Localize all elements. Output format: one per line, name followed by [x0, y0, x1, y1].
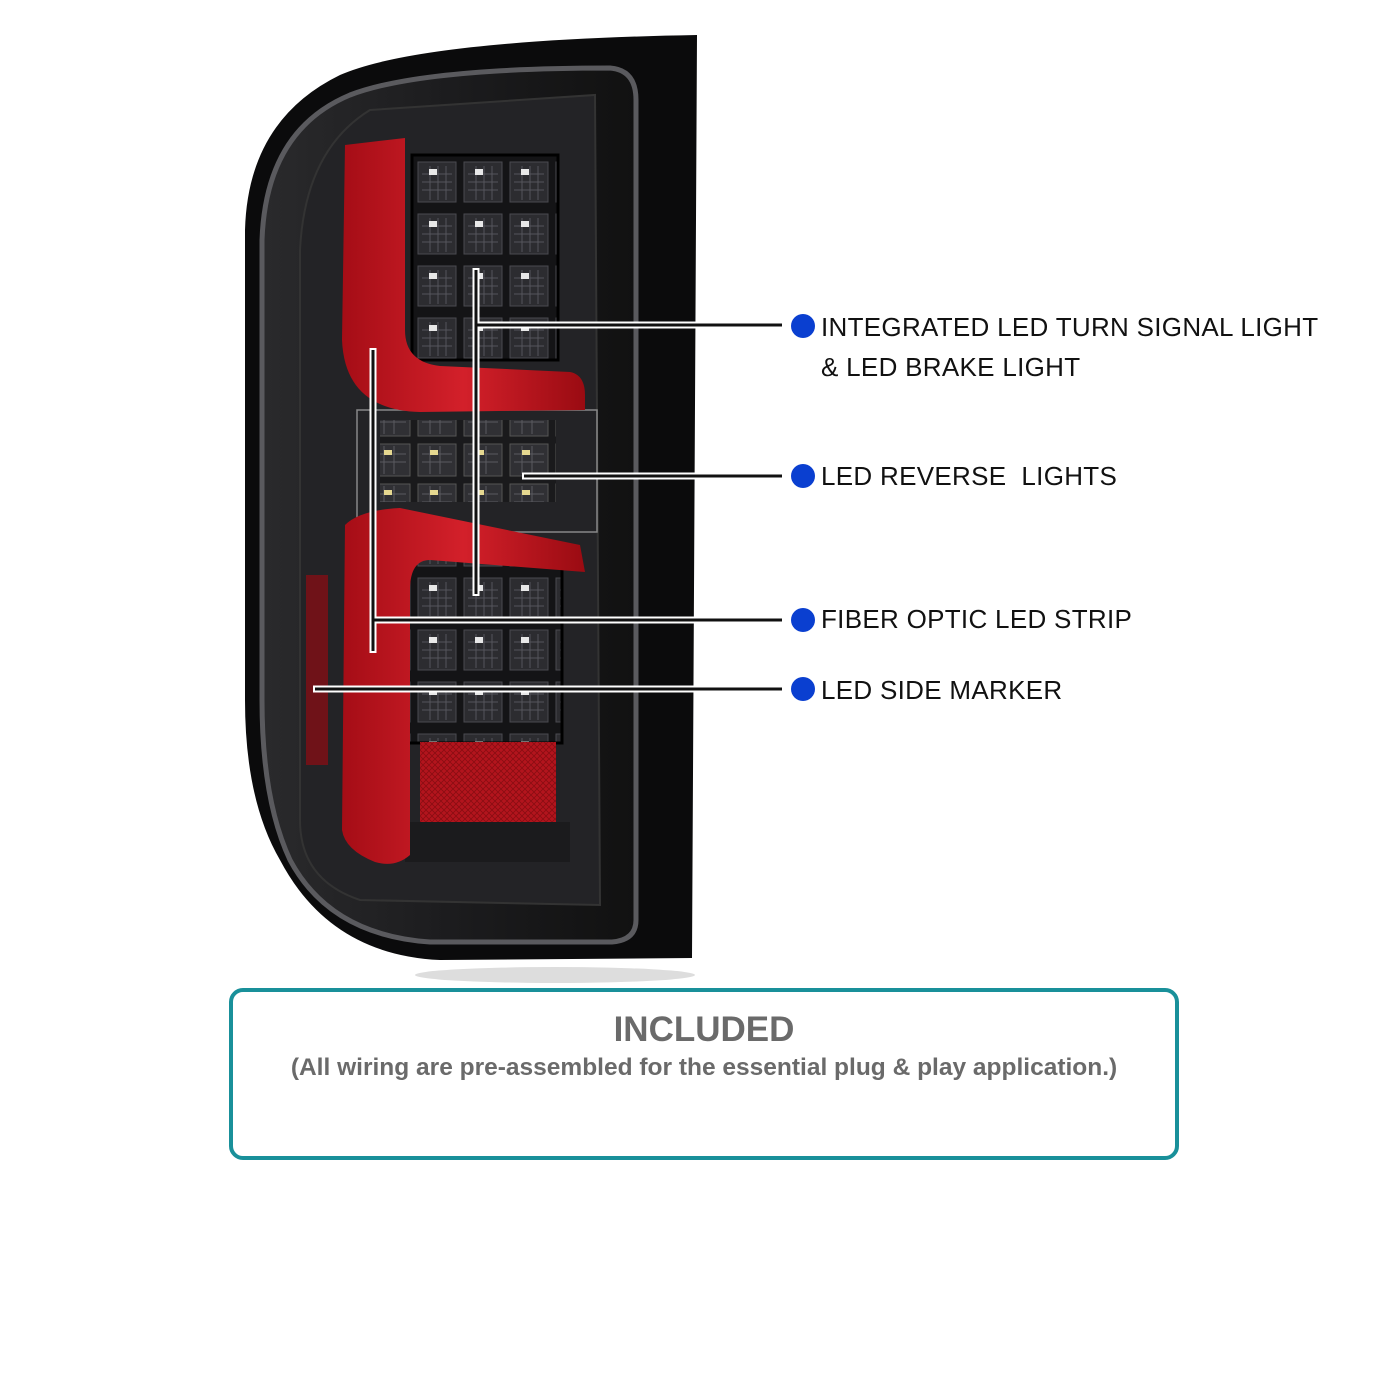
lower-red-light-bar [342, 508, 585, 864]
callout-dot-turn-brake [791, 314, 815, 338]
included-title: INCLUDED [613, 1010, 795, 1049]
callout-dot-reverse [791, 464, 815, 488]
lower-led-grid [400, 553, 564, 745]
reverse-led-grid [380, 420, 556, 502]
callout-turn-brake-line1: INTEGRATED LED TURN SIGNAL LIGHT [821, 312, 1319, 342]
reflector [420, 742, 556, 822]
callout-dot-fiber-optic [791, 608, 815, 632]
callout-fiber-optic-strip: FIBER OPTIC LED STRIP [821, 604, 1133, 634]
shadow [415, 967, 695, 983]
side-marker [306, 575, 328, 765]
callout-turn-brake-line2: & LED BRAKE LIGHT [821, 352, 1081, 382]
upper-led-grid [410, 153, 560, 362]
included-subtitle: (All wiring are pre-assembled for the es… [290, 1054, 1118, 1081]
callout-side-marker: LED SIDE MARKER [821, 675, 1063, 705]
callout-reverse-lights: LED REVERSE LIGHTS [821, 461, 1118, 491]
callout-lines [313, 268, 782, 693]
callout-dot-side-marker [791, 677, 815, 701]
lower-trim [405, 822, 570, 862]
upper-red-light-bar [342, 138, 585, 412]
included-box: INCLUDED (All wiring are pre-assembled f… [229, 988, 1179, 1160]
